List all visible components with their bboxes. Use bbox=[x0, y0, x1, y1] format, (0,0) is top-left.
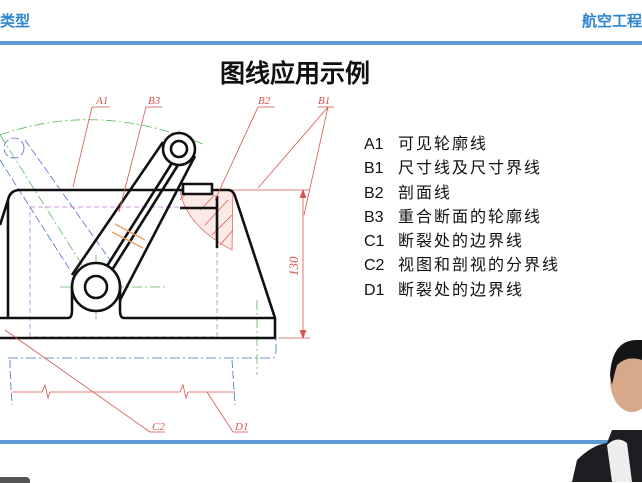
legend-code: B2 bbox=[364, 184, 384, 202]
line-type-legend: A1 可见轮廓线 B1 尺寸线及尺寸界线 B2 剖面线 B3 重合断面的轮廓线 C1 断裂… bbox=[364, 132, 560, 302]
legend-text: 可见轮廓线 bbox=[398, 134, 489, 153]
slide-title: 图线应用示例 bbox=[219, 59, 370, 88]
legend-code: D1 bbox=[364, 281, 385, 299]
label-b2: B2 bbox=[258, 95, 271, 107]
legend-code: A1 bbox=[364, 136, 384, 153]
legend-item: B1 尺寸线及尺寸界线 bbox=[364, 156, 560, 180]
legend-code: C1 bbox=[364, 233, 385, 251]
footer-divider bbox=[0, 440, 642, 444]
legend-item: D1 断裂处的边界线 bbox=[364, 278, 560, 302]
legend-code: B1 bbox=[364, 160, 384, 178]
dimension-130: 130 bbox=[286, 256, 301, 276]
section-title: 类型 bbox=[0, 12, 31, 30]
engineering-drawing: A1 B3 B2 B1 C2 D1 130 bbox=[0, 95, 334, 433]
legend-item: C2 视图和剖视的分界线 bbox=[364, 253, 560, 277]
legend-item: B3 重合断面的轮廓线 bbox=[364, 205, 560, 229]
legend-item: B2 剖面线 bbox=[364, 181, 560, 205]
legend-text: 视图和剖视的分界线 bbox=[398, 255, 561, 275]
presenter-video bbox=[572, 340, 642, 482]
legend-text: 断裂处的边界线 bbox=[398, 231, 525, 251]
legend-text: 重合断面的轮廓线 bbox=[398, 206, 543, 226]
label-b1: B1 bbox=[318, 95, 330, 107]
legend-text: 断裂处的边界线 bbox=[398, 279, 525, 299]
legend-code: C2 bbox=[364, 257, 385, 275]
label-b3: B3 bbox=[148, 95, 161, 107]
label-c2: C2 bbox=[152, 421, 165, 433]
legend-item: A1 可见轮廓线 bbox=[364, 132, 560, 156]
legend-text: 剖面线 bbox=[398, 182, 453, 202]
legend-item: C1 断裂处的边界线 bbox=[364, 229, 560, 253]
legend-code: B3 bbox=[364, 208, 384, 226]
legend-text: 尺寸线及尺寸界线 bbox=[398, 158, 543, 178]
header-divider bbox=[0, 41, 642, 45]
label-a1: A1 bbox=[95, 95, 108, 107]
label-d1: D1 bbox=[234, 421, 248, 433]
player-control-tab[interactable] bbox=[0, 477, 30, 483]
course-title: 航空工程 bbox=[581, 12, 642, 30]
